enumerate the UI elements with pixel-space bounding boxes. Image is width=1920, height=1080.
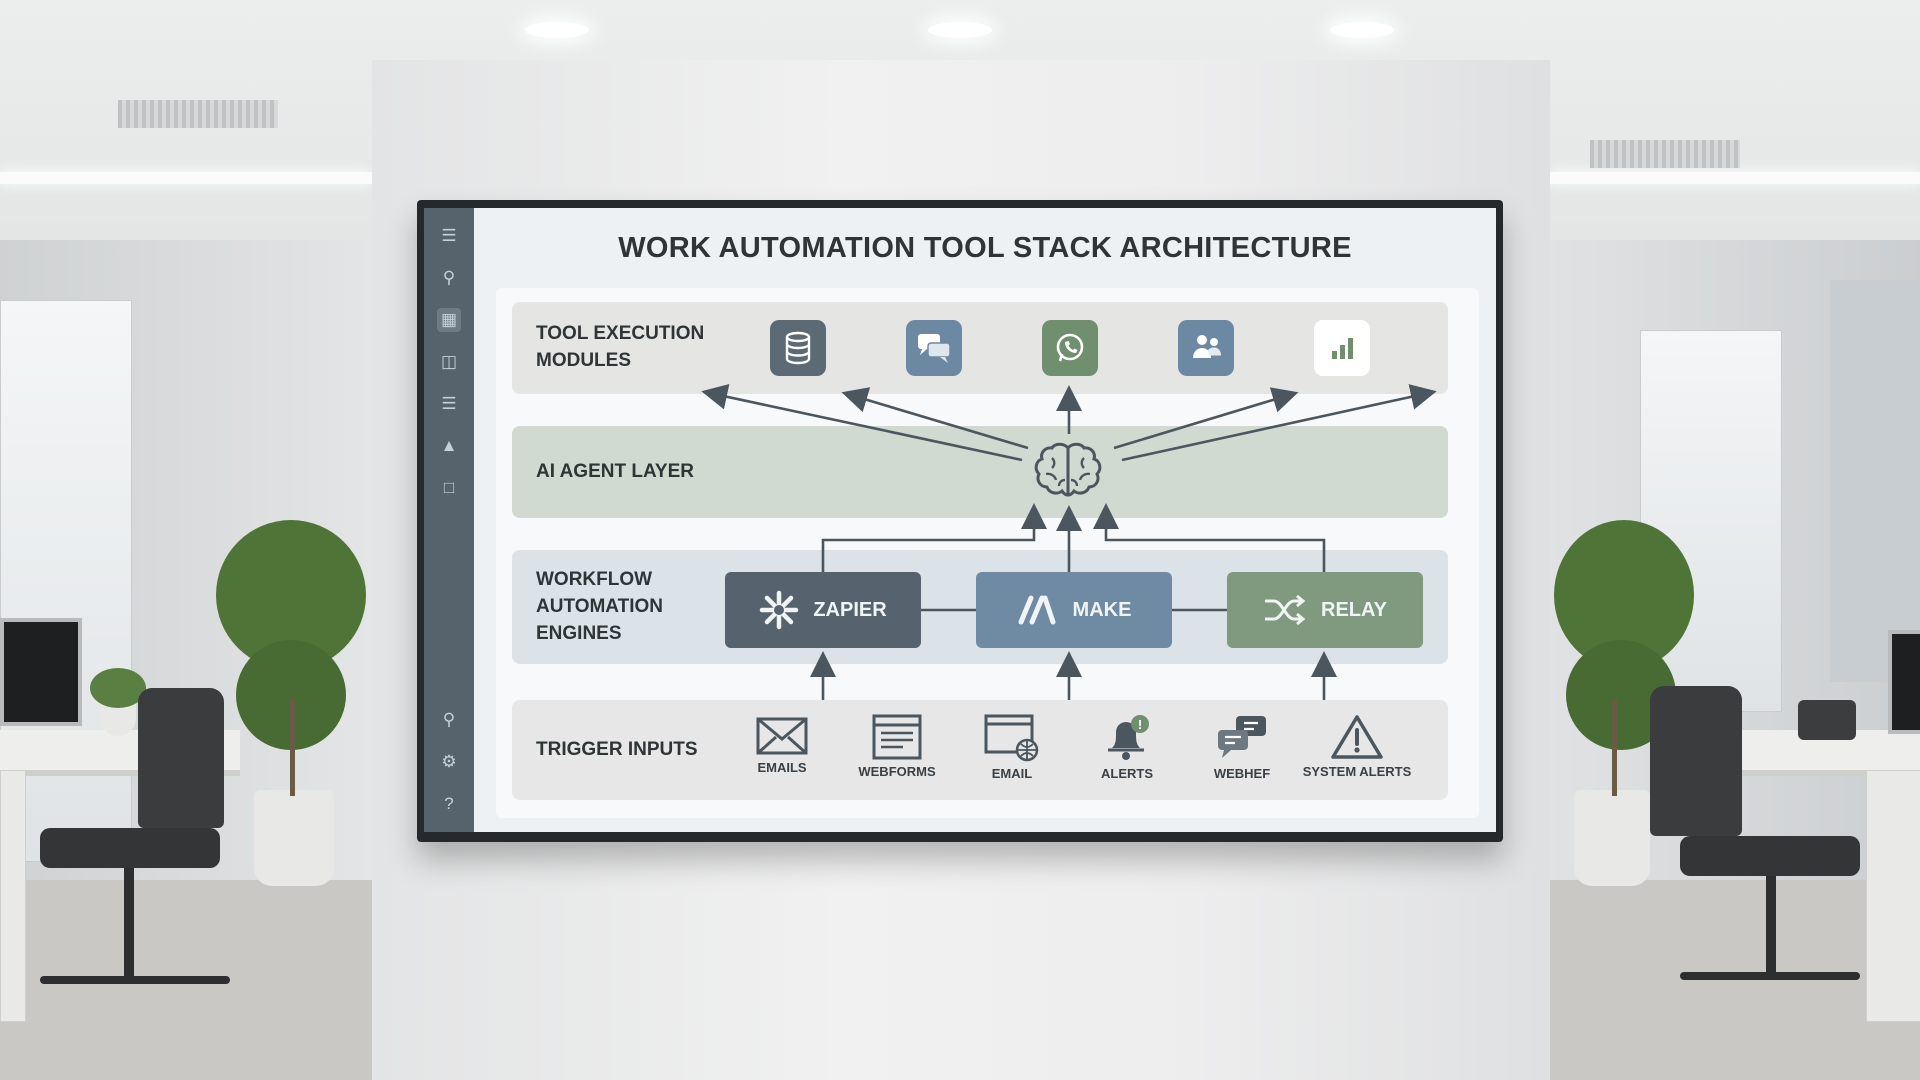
chart-icon[interactable]: ▲ [440, 436, 458, 455]
chat-bubbles-icon [1218, 716, 1266, 758]
office-chair [138, 688, 224, 828]
diagram-title: WORK AUTOMATION TOOL STACK ARCHITECTURE [618, 232, 1352, 264]
file-cabinet [1866, 770, 1920, 1022]
trigger-label: ALERTS [1101, 766, 1153, 781]
chat-icon [906, 320, 962, 376]
trigger-email: EMAIL [957, 714, 1067, 781]
desk-monitor [1888, 630, 1920, 734]
plant-pot [1574, 790, 1650, 886]
browser-globe-icon [984, 714, 1039, 762]
asterisk-icon [760, 590, 799, 630]
trigger-emails: EMAILS [727, 716, 837, 775]
bell-icon: ! [1108, 715, 1149, 760]
whatsapp-icon [1042, 320, 1098, 376]
help-icon[interactable]: ? [444, 794, 454, 813]
relay-engine[interactable]: RELAY [1227, 572, 1423, 648]
trigger-label: EMAILS [757, 760, 807, 775]
chat-icon[interactable]: ◫ [440, 352, 458, 371]
ceiling-light [0, 172, 372, 184]
menu-icon[interactable]: ☰ [441, 226, 457, 245]
engine-label: RELAY [1321, 598, 1387, 621]
trigger-label: WEBFORMS [858, 764, 936, 779]
database-icon [770, 320, 826, 376]
list-icon[interactable]: ☰ [441, 394, 457, 413]
brain-icon [1034, 442, 1102, 497]
layer-label: TOOL EXECUTION MODULES [536, 323, 705, 371]
desk-phone [1798, 700, 1856, 740]
office-chair-base [124, 868, 134, 978]
ceiling-downlight [525, 22, 589, 38]
trigger-alerts: ! ALERTS [1072, 712, 1182, 781]
office-chair-base [1680, 972, 1860, 980]
app-sidebar: ☰ ⚲ ▦ ◫ ☰ ▲ □ ⚲ ⚙ ? [424, 208, 474, 832]
air-vent [118, 100, 278, 128]
svg-text:!: ! [1138, 717, 1142, 732]
make-logo-icon [1018, 595, 1056, 625]
air-vent [1590, 140, 1740, 168]
ai-agent-layer: AI AGENT LAYER [512, 426, 1448, 518]
floor [1550, 880, 1920, 1080]
display-screen: ☰ ⚲ ▦ ◫ ☰ ▲ □ ⚲ ⚙ ? WORK AUTOMATION TOOL… [424, 208, 1496, 832]
layer-label: AI AGENT LAYER [536, 461, 695, 482]
ceiling-downlight [1330, 22, 1394, 38]
plant-stem [1612, 700, 1617, 796]
layer-label: WORKFLOW AUTOMATION ENGINES [536, 569, 664, 644]
teams-icon [1178, 320, 1234, 376]
warning-icon [1331, 715, 1383, 759]
layer-label: TRIGGER INPUTS [536, 739, 698, 760]
office-chair [1650, 686, 1742, 836]
trigger-label: SYSTEM ALERTS [1302, 764, 1412, 779]
trigger-system-alerts: SYSTEM ALERTS [1302, 714, 1412, 779]
search-icon[interactable]: ⚲ [442, 710, 456, 729]
plant-pot [254, 790, 334, 886]
make-engine[interactable]: MAKE [976, 572, 1172, 648]
office-chair-seat [40, 828, 220, 868]
engine-label: MAKE [1072, 598, 1132, 621]
search-icon[interactable]: ⚲ [442, 268, 456, 287]
plant-stem [290, 700, 295, 796]
desk-plant [90, 668, 146, 708]
office-chair-base [1766, 876, 1776, 976]
settings-icon[interactable]: ⚙ [441, 752, 457, 771]
shuffle-icon [1265, 594, 1306, 626]
tool-execution-layer: TOOL EXECUTION MODULES [512, 302, 1448, 394]
grid-icon[interactable]: ▦ [437, 308, 461, 332]
desk-monitor [0, 618, 82, 726]
window [1830, 280, 1920, 682]
ceiling-light [1550, 172, 1920, 184]
bar-chart-icon [1314, 320, 1370, 376]
trigger-inputs-layer: TRIGGER INPUTS [512, 700, 1448, 800]
webform-icon [872, 714, 922, 760]
trigger-label: EMAIL [991, 766, 1033, 781]
engine-label: ZAPIER [813, 598, 887, 621]
trigger-webhef: WEBHEF [1187, 714, 1297, 781]
envelope-icon [756, 717, 808, 755]
ceiling-downlight [928, 22, 992, 38]
office-chair-seat [1680, 836, 1860, 876]
trigger-label: WEBHEF [1213, 766, 1271, 781]
trigger-webforms: WEBFORMS [842, 714, 952, 779]
file-cabinet [0, 770, 26, 1022]
zapier-engine[interactable]: ZAPIER [725, 572, 921, 648]
office-chair-base [40, 976, 230, 984]
comment-icon[interactable]: □ [443, 478, 455, 497]
